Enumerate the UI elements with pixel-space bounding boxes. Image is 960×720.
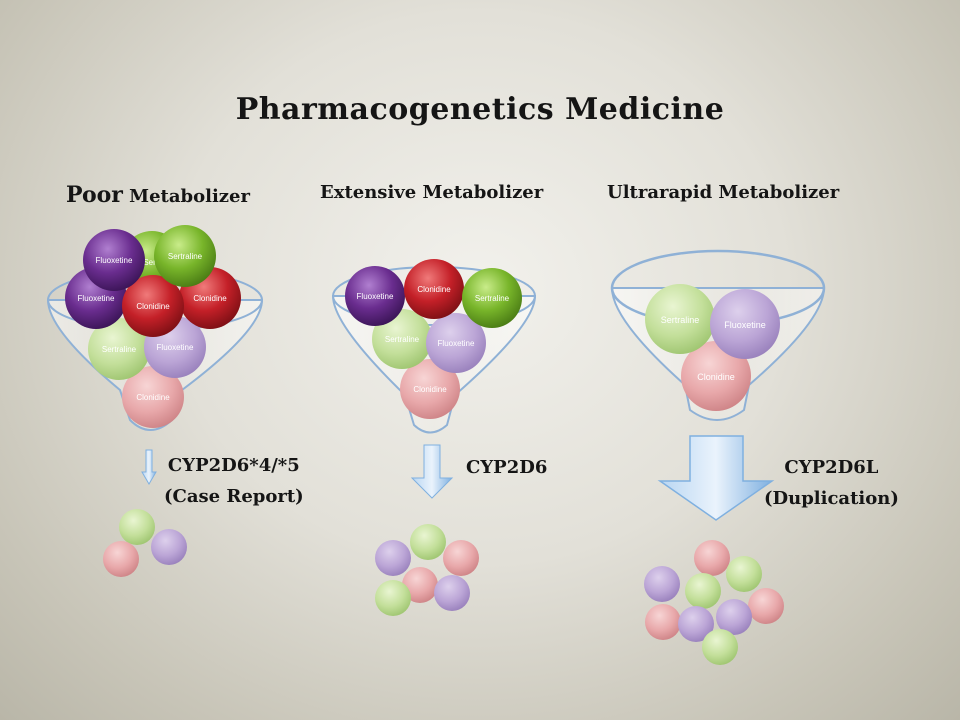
enzyme-note-ultrarapid: (Duplication) xyxy=(764,488,899,509)
pills-in-funnel-poor: Clonidine Sertraline Fluoxetine Fluoxeti… xyxy=(65,225,241,428)
pill-label: Clonidine xyxy=(193,294,227,303)
enzyme-label-extensive: CYP2D6 xyxy=(466,452,547,483)
output-pill-sertraline xyxy=(685,573,721,609)
pills-in-funnel-extensive: Clonidine Sertraline Fluoxetine Fluoxeti… xyxy=(345,259,522,419)
output-pill-sertraline xyxy=(375,580,411,616)
pill-label: Sertraline xyxy=(168,252,203,261)
output-pill-sertraline xyxy=(410,524,446,560)
enzyme-note-poor: (Case Report) xyxy=(164,486,304,507)
output-pill-fluoxetine xyxy=(434,575,470,611)
output-pills-poor xyxy=(103,509,187,577)
pill-fluoxetine-faded xyxy=(710,289,780,359)
output-pill-clonidine xyxy=(443,540,479,576)
pill-fluoxetine xyxy=(83,229,145,291)
enzyme-genotype-ultrarapid: CYP2D6L xyxy=(784,457,879,478)
output-pill-fluoxetine xyxy=(375,540,411,576)
output-pill-fluoxetine xyxy=(151,529,187,565)
pill-sertraline-faded xyxy=(88,318,150,380)
enzyme-label-ultrarapid: CYP2D6L (Duplication) xyxy=(764,452,899,514)
pill-label: Fluoxetine xyxy=(357,292,394,301)
output-pill-fluoxetine xyxy=(644,566,680,602)
output-pill-clonidine xyxy=(402,567,438,603)
pill-clonidine xyxy=(122,275,184,337)
output-pill-clonidine xyxy=(103,541,139,577)
output-pill-sertraline xyxy=(702,629,738,665)
enzyme-genotype-extensive: CYP2D6 xyxy=(466,457,548,478)
pill-label: Fluoxetine xyxy=(157,343,194,352)
pill-label: Sertr xyxy=(143,258,161,267)
pill-label: Fluoxetine xyxy=(78,294,115,303)
output-pill-sertraline xyxy=(726,556,762,592)
heading-extensive-metabolizer: Extensive Metabolizer xyxy=(320,182,544,203)
pill-sertraline xyxy=(154,225,216,287)
pill-sertraline-faded xyxy=(645,284,715,354)
enzyme-genotype-poor: CYP2D6*4/*5 xyxy=(167,455,300,476)
pill-sertraline xyxy=(462,268,522,328)
page-title: Pharmacogenetics Medicine xyxy=(235,92,725,127)
heading-ultrarapid-metabolizer: Ultrarapid Metabolizer xyxy=(607,182,840,203)
output-pill-fluoxetine xyxy=(678,606,714,642)
output-pill-clonidine xyxy=(694,540,730,576)
pill-fluoxetine-faded xyxy=(426,313,486,373)
output-pill-fluoxetine xyxy=(716,599,752,635)
pill-label: Fluoxetine xyxy=(96,256,133,265)
pill-label: Clonidine xyxy=(413,385,447,394)
pill-label: Sertraline xyxy=(475,294,510,303)
pill-label: Clonidine xyxy=(136,393,170,402)
pills-in-funnel-ultrarapid: Clonidine Sertraline Fluoxetine xyxy=(645,284,780,411)
pill-label: Clonidine xyxy=(417,285,451,294)
heading-poor-prefix: Poor xyxy=(66,182,123,208)
arrow-extensive xyxy=(410,444,454,499)
heading-poor-rest: Metabolizer xyxy=(129,186,250,207)
pill-clonidine xyxy=(404,259,464,319)
pill-sertraline-faded xyxy=(372,309,432,369)
output-pill-clonidine xyxy=(645,604,681,640)
pill-clonidine-faded xyxy=(122,366,184,428)
pill-label: Fluoxetine xyxy=(438,339,475,348)
pill-label: Fluoxetine xyxy=(724,320,766,330)
pill-label: Sertraline xyxy=(385,335,420,344)
pill-fluoxetine xyxy=(345,266,405,326)
output-pills-extensive xyxy=(375,524,479,616)
arrow-poor xyxy=(141,449,157,485)
pill-label: Sertraline xyxy=(102,345,137,354)
pill-clonidine-faded xyxy=(681,341,751,411)
output-pill-sertraline xyxy=(119,509,155,545)
enzyme-label-poor: CYP2D6*4/*5 (Case Report) xyxy=(164,450,304,512)
pill-label: Clonidine xyxy=(136,302,170,311)
pill-clonidine-faded xyxy=(400,359,460,419)
heading-poor-metabolizer: Poor Metabolizer xyxy=(66,182,250,208)
pill-label: Clonidine xyxy=(697,372,735,382)
output-pills-ultrarapid xyxy=(644,540,784,665)
arrow-ultrarapid xyxy=(657,435,775,521)
pill-label: Sertraline xyxy=(661,315,700,325)
output-pill-clonidine xyxy=(748,588,784,624)
